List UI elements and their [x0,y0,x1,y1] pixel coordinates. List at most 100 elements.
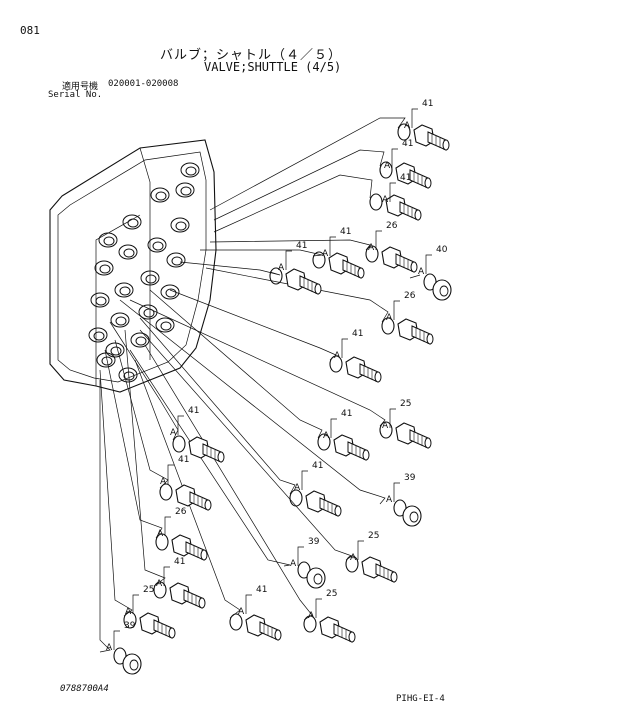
port-hole [160,284,180,300]
callout-bracket [375,230,382,250]
port-hole [185,166,197,176]
part-number-label: 25 [368,531,379,541]
fitting-part [379,421,432,449]
port-hole [175,182,195,198]
callout-bracket [285,250,292,270]
ref-mark-a: A [308,611,315,621]
figure-code: 0788700A4 [60,684,109,694]
ref-mark-a: A [170,428,177,438]
page-code: PIHG-EI-4 [396,694,445,704]
leader-line [213,174,373,233]
ref-mark-a: A [350,553,357,563]
port-hole [150,187,170,203]
leader-line [109,321,179,441]
fitting-part [397,123,450,151]
fitting-part [381,317,434,345]
port-hole [122,214,142,230]
port-hole [93,331,105,341]
port-hole [140,270,160,286]
plug-socket [439,285,449,297]
part-number-label: 41 [352,329,363,339]
port-hole [135,336,147,346]
callout-bracket [245,594,252,614]
part-number-label: 41 [178,455,189,465]
fitting-end [424,177,432,189]
fitting-part [303,615,356,643]
callout-bracket [391,148,398,168]
plug-socket [409,511,419,523]
o-ring [369,193,383,211]
fitting-end [410,261,418,273]
leader-line [179,261,281,276]
o-ring [317,433,331,451]
fitting-part [269,267,322,295]
ref-mark-a: A [323,431,330,441]
port-hole [171,256,183,266]
title-japanese: バルブ；シャトル（４／５） [160,48,343,63]
plug-part [393,499,422,527]
port-hole [170,217,190,233]
part-number-label: 39 [404,473,416,483]
fitting-end [414,209,422,221]
callout-bracket [329,236,336,256]
callout-bracket [357,540,364,560]
part-number-label: 41 [402,139,413,149]
fitting-end [200,549,208,561]
part-number-label: 41 [296,241,307,251]
leader-line [114,339,169,489]
callout-bracket [301,470,308,490]
o-ring [269,267,283,285]
o-ring [381,317,395,335]
leader-line [200,249,323,257]
port-hole [96,352,116,368]
callout-bracket [389,408,396,428]
fitting-end [442,139,450,151]
port-hole [152,241,164,251]
part-number-label: 41 [340,227,351,237]
fitting-end [390,571,398,583]
leader-line [139,329,353,561]
ref-mark-a: A [382,195,389,205]
callout-bracket [425,254,432,274]
part-number-label: 26 [386,221,398,231]
part-number-label: 41 [312,461,323,471]
port-hole [105,342,125,358]
fitting-part [379,161,432,189]
fitting-part [155,533,208,561]
callout-bracket [389,182,396,202]
ref-mark-a: A [160,477,167,487]
port-hole [166,252,186,268]
port-hole [155,191,167,201]
plug-socket [129,659,139,671]
fitting-end [168,627,176,639]
plug-part [113,647,142,675]
callout-bracket [167,464,174,484]
fitting-part [317,433,370,461]
plug-part [423,273,452,301]
ref-mark-a: A [290,559,297,569]
fitting-part [369,193,422,221]
ref-mark-a: A [368,243,375,253]
leader-line [213,149,385,221]
o-ring [365,245,379,263]
part-number-label: 41 [188,406,199,416]
part-number-label: 25 [143,585,154,595]
ref-mark-a: A [156,579,163,589]
port-hole [101,356,113,366]
callout-bracket [330,418,337,438]
port-hole [180,186,192,196]
fitting-part [365,245,418,273]
serial-label-japanese: 適用号機 [62,82,99,92]
port-hole [95,296,107,306]
fitting-end [204,499,212,511]
part-number-label: 39 [124,621,136,631]
part-number-label: 26 [404,291,416,301]
callout-bracket [113,630,120,650]
callout-bracket [315,598,322,618]
fitting-end [217,451,225,463]
o-ring [159,483,173,501]
page-number: 081 [20,24,40,37]
leader-line [129,349,291,567]
o-ring [155,533,169,551]
